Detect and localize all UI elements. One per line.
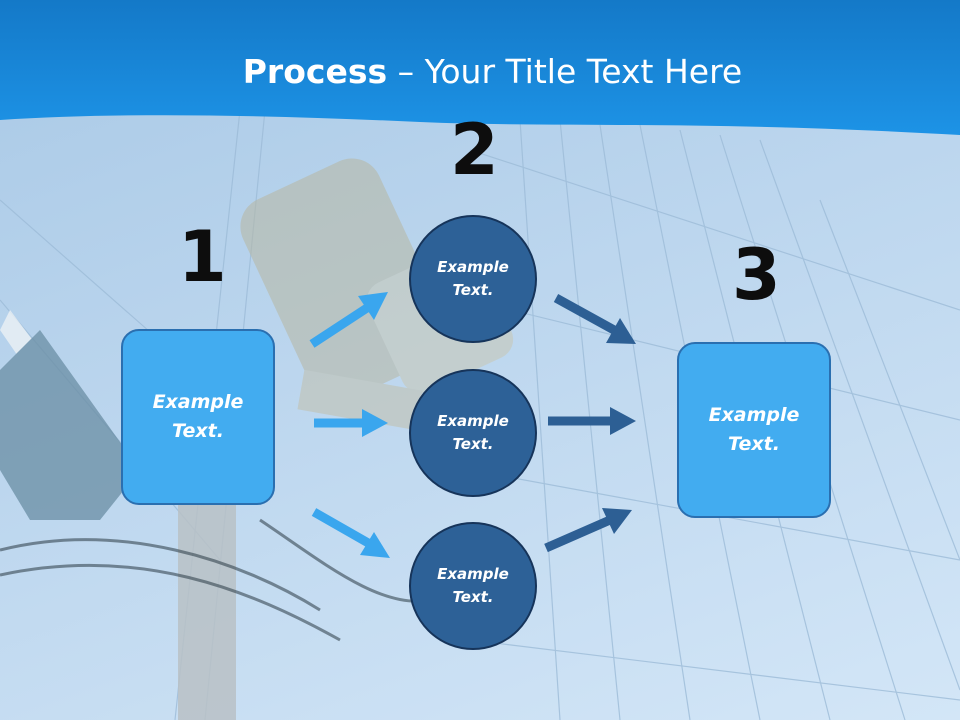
step-number-2: 2 [450,109,499,191]
pole [178,470,236,720]
step-2-circle-bottom: Example Text. [409,522,537,650]
arrow-2-bottom-to-3 [544,508,632,553]
step-1-box-label: Example Text. [152,391,244,442]
step-1-box: Example Text. [121,329,275,505]
slide-title: Process – Your Title Text Here [0,52,960,91]
step-3-box: Example Text. [677,342,831,518]
left-camera-shape [0,310,140,520]
arrow-1-to-2-top [309,292,388,348]
step-2-circle-top: Example Text. [409,215,537,343]
arrows-dark [544,294,636,553]
step-2-circle-top-label: Example Text. [437,258,509,299]
arrow-1-to-2-bottom [311,508,390,558]
arrow-2-top-to-3 [553,294,636,344]
step-2-circle-middle: Example Text. [409,369,537,497]
step-2-circle-middle-label: Example Text. [437,412,509,453]
title-band [0,0,960,135]
title-rest: – Your Title Text Here [387,52,743,91]
arrows-light [309,292,390,558]
arrow-2-middle-to-3 [548,407,636,435]
arrow-1-to-2-middle [314,409,388,437]
step-number-1: 1 [178,216,227,298]
step-3-box-label: Example Text. [708,404,800,455]
step-number-3: 3 [732,234,781,316]
step-2-circle-bottom-label: Example Text. [437,565,509,606]
title-bold: Process [242,52,388,91]
